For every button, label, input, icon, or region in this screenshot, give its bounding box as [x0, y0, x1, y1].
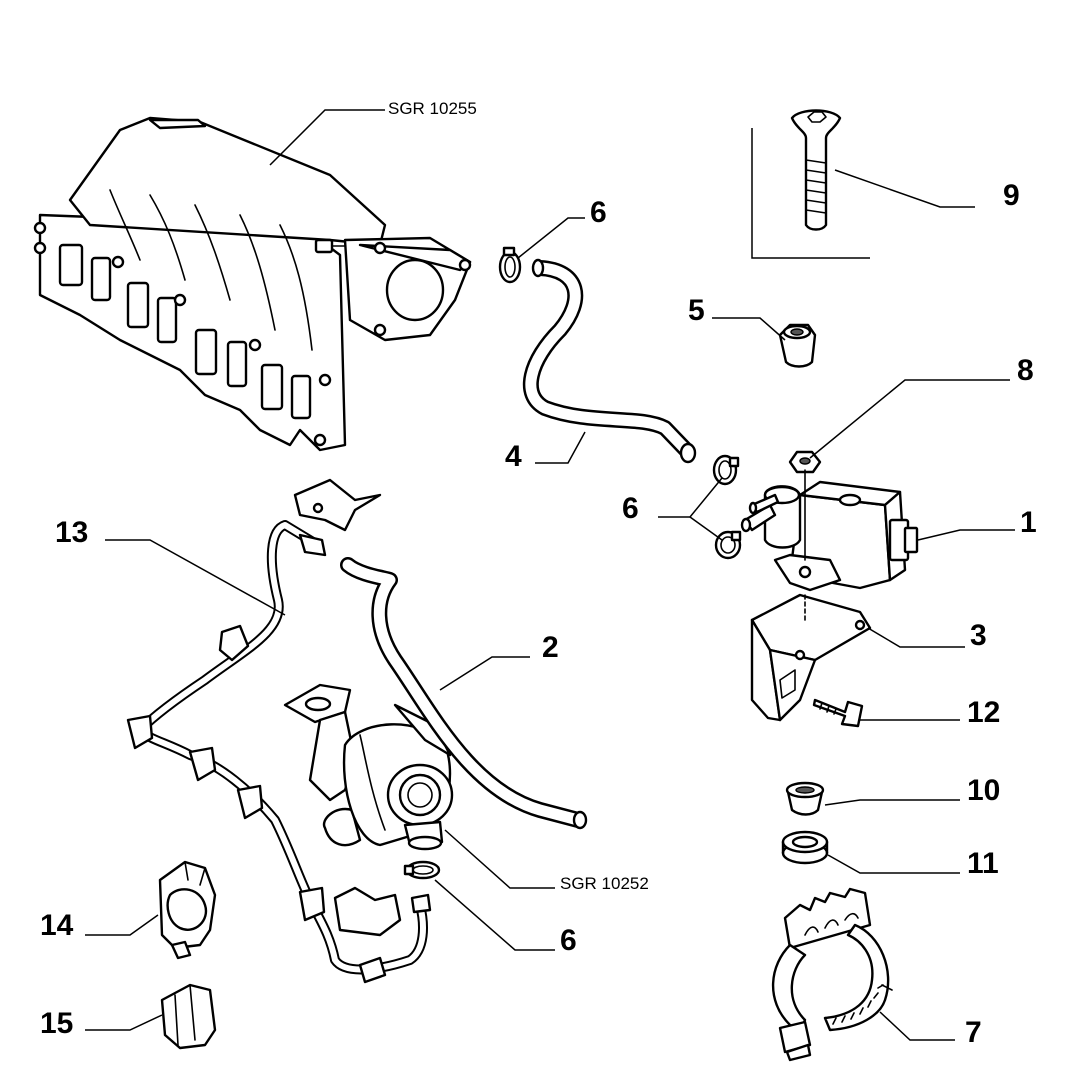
- bolt-12: [812, 698, 864, 728]
- callout-4: 4: [505, 440, 522, 473]
- ring-11: [781, 830, 829, 865]
- pipe-13: [126, 478, 432, 984]
- leader-lines: [85, 109, 1015, 1041]
- hose-clamp: [712, 454, 740, 486]
- callout-11: 11: [967, 847, 999, 880]
- hose-clamp: [403, 860, 441, 880]
- callout-15: 15: [40, 1007, 73, 1040]
- bushing-10: [785, 781, 825, 816]
- strap-clip-7: [771, 887, 893, 1062]
- screw-9: [751, 109, 870, 259]
- hose-clamp: [498, 246, 522, 284]
- hose-clamp: [714, 530, 742, 560]
- callout-1: 1: [1020, 506, 1037, 539]
- callout-6-mid: 6: [622, 492, 639, 525]
- nut-8: [788, 450, 822, 474]
- solenoid-valve-1: [740, 469, 919, 592]
- callout-8: 8: [1017, 354, 1034, 387]
- callout-6-top: 6: [590, 196, 607, 229]
- intake-manifold: [33, 116, 472, 452]
- turbocharger: [283, 683, 454, 851]
- bracket-3: [750, 593, 872, 722]
- callout-2: 2: [542, 631, 559, 664]
- vacuum-hose-4: [522, 258, 697, 464]
- callout-9: 9: [1003, 179, 1020, 212]
- callout-13: 13: [55, 516, 88, 549]
- callout-7: 7: [965, 1016, 982, 1049]
- callout-3: 3: [970, 619, 987, 652]
- callout-5: 5: [688, 294, 705, 327]
- ref-label-turbo: SGR 10252: [560, 874, 649, 893]
- callout-12: 12: [967, 696, 1000, 729]
- callout-10: 10: [967, 774, 1000, 807]
- clip-14: [158, 860, 217, 960]
- hose-2: [340, 557, 588, 830]
- callout-14: 14: [40, 909, 74, 942]
- clip-15: [160, 983, 217, 1050]
- nut-5: [778, 323, 817, 368]
- ref-label-manifold: SGR 10255: [388, 99, 477, 118]
- callout-6-low: 6: [560, 924, 577, 957]
